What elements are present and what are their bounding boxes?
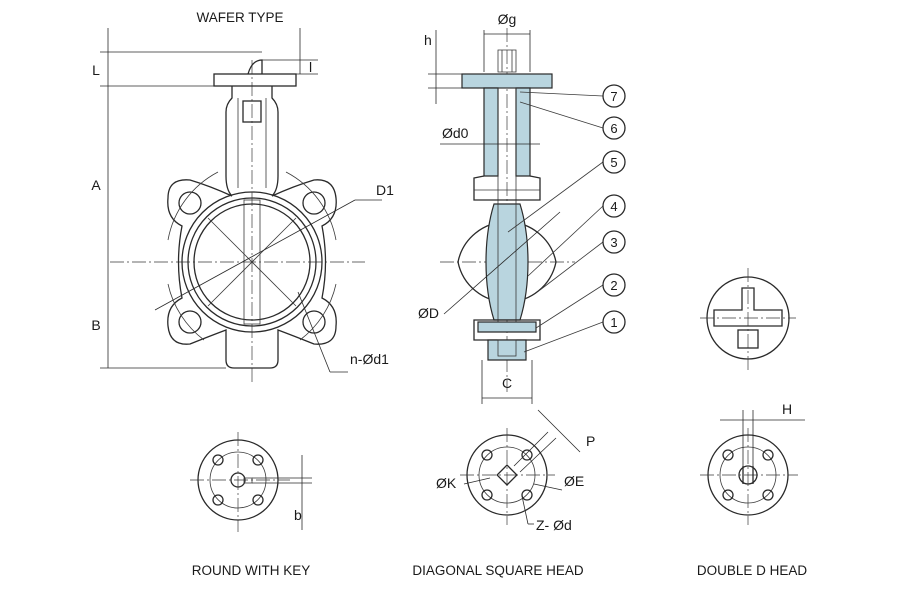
part-6: 6 bbox=[610, 121, 617, 136]
dim-Z-d: Z- Ød bbox=[536, 517, 572, 533]
part-3: 3 bbox=[610, 235, 617, 250]
part-2: 2 bbox=[610, 278, 617, 293]
dim-D1: D1 bbox=[376, 182, 394, 198]
dim-P: P bbox=[586, 433, 595, 449]
caption-diagonal-square-head: DIAGONAL SQUARE HEAD bbox=[412, 563, 584, 578]
caption-round-with-key: ROUND WITH KEY bbox=[192, 563, 311, 578]
dim-K: ØK bbox=[436, 475, 457, 491]
dim-A: A bbox=[91, 177, 101, 193]
diagonal-square-head-view: P ØK ØE Z- Ød bbox=[436, 409, 595, 533]
part-balloons: 7 6 5 4 3 2 1 bbox=[507, 84, 626, 353]
drawing-title: WAFER TYPE bbox=[196, 10, 283, 25]
dim-L: L bbox=[92, 62, 100, 78]
double-d-head-view: H bbox=[700, 401, 805, 525]
front-view bbox=[110, 59, 365, 382]
part-7: 7 bbox=[610, 89, 617, 104]
dim-B: B bbox=[91, 317, 100, 333]
dim-b: b bbox=[294, 507, 302, 523]
part-4: 4 bbox=[610, 199, 617, 214]
part-1: 1 bbox=[610, 315, 617, 330]
dim-E: ØE bbox=[564, 473, 584, 489]
caption-double-d-head: DOUBLE D HEAD bbox=[697, 563, 808, 578]
section-view bbox=[440, 28, 575, 392]
section-view-dimensions: Øg h Ød0 ØD C bbox=[418, 11, 561, 404]
head-detail-view bbox=[700, 268, 796, 372]
dim-H: H bbox=[782, 401, 792, 417]
round-with-key-view: b bbox=[190, 432, 312, 532]
dim-g: Øg bbox=[498, 11, 517, 27]
dim-D: ØD bbox=[418, 305, 439, 321]
dim-d0: Ød0 bbox=[442, 125, 469, 141]
dim-C: C bbox=[502, 375, 512, 391]
dim-h: h bbox=[424, 32, 432, 48]
dim-l: l bbox=[309, 59, 312, 75]
front-view-dimensions: L l A B D1 n-Ød1 bbox=[91, 28, 394, 373]
part-5: 5 bbox=[610, 155, 617, 170]
dim-n-d1: n-Ød1 bbox=[350, 351, 389, 367]
